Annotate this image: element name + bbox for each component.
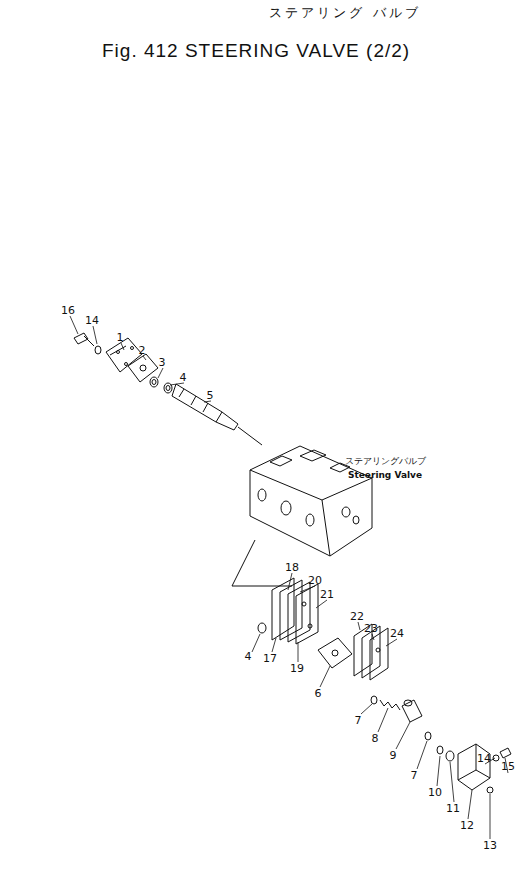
callout-number: 7	[355, 715, 362, 726]
callout-number: 3	[159, 357, 166, 368]
callout-number: 16	[61, 305, 75, 316]
callout-number: 21	[320, 589, 334, 600]
callout-number: 23	[364, 623, 378, 634]
caption-text: ステアリング バルブ	[269, 6, 420, 19]
callout-number: 2	[139, 345, 146, 356]
callout-number: 13	[483, 840, 497, 851]
callout-number: 17	[263, 653, 277, 664]
leader-lines	[70, 316, 508, 839]
caption-text: ステアリングバルブ	[345, 457, 426, 466]
callout-number: 19	[290, 663, 304, 674]
callout-number: 8	[372, 733, 379, 744]
callout-number: 9	[390, 750, 397, 761]
lower-parts	[258, 578, 511, 793]
callout-number: 7	[411, 770, 418, 781]
valve-body	[232, 446, 372, 586]
callout-number: 14	[85, 315, 99, 326]
callout-number: 10	[428, 787, 442, 798]
upper-parts	[74, 333, 262, 445]
callout-number: 22	[350, 611, 364, 622]
callout-number: 14	[477, 753, 491, 764]
callout-number: 4	[245, 651, 252, 662]
callout-number: 11	[446, 803, 460, 814]
callout-number: 24	[390, 628, 404, 639]
callout-number: 12	[460, 820, 474, 831]
callout-number: 4	[180, 372, 187, 383]
callout-number: 18	[285, 562, 299, 573]
callout-number: 6	[315, 688, 322, 699]
callout-number: 20	[308, 575, 322, 586]
callout-number: 15	[501, 761, 515, 772]
caption-text: Steering Valve	[348, 471, 422, 480]
callout-number: 1	[117, 332, 124, 343]
callout-number: 5	[207, 390, 214, 401]
figure-title: Fig. 412 STEERING VALVE (2/2)	[102, 40, 410, 62]
